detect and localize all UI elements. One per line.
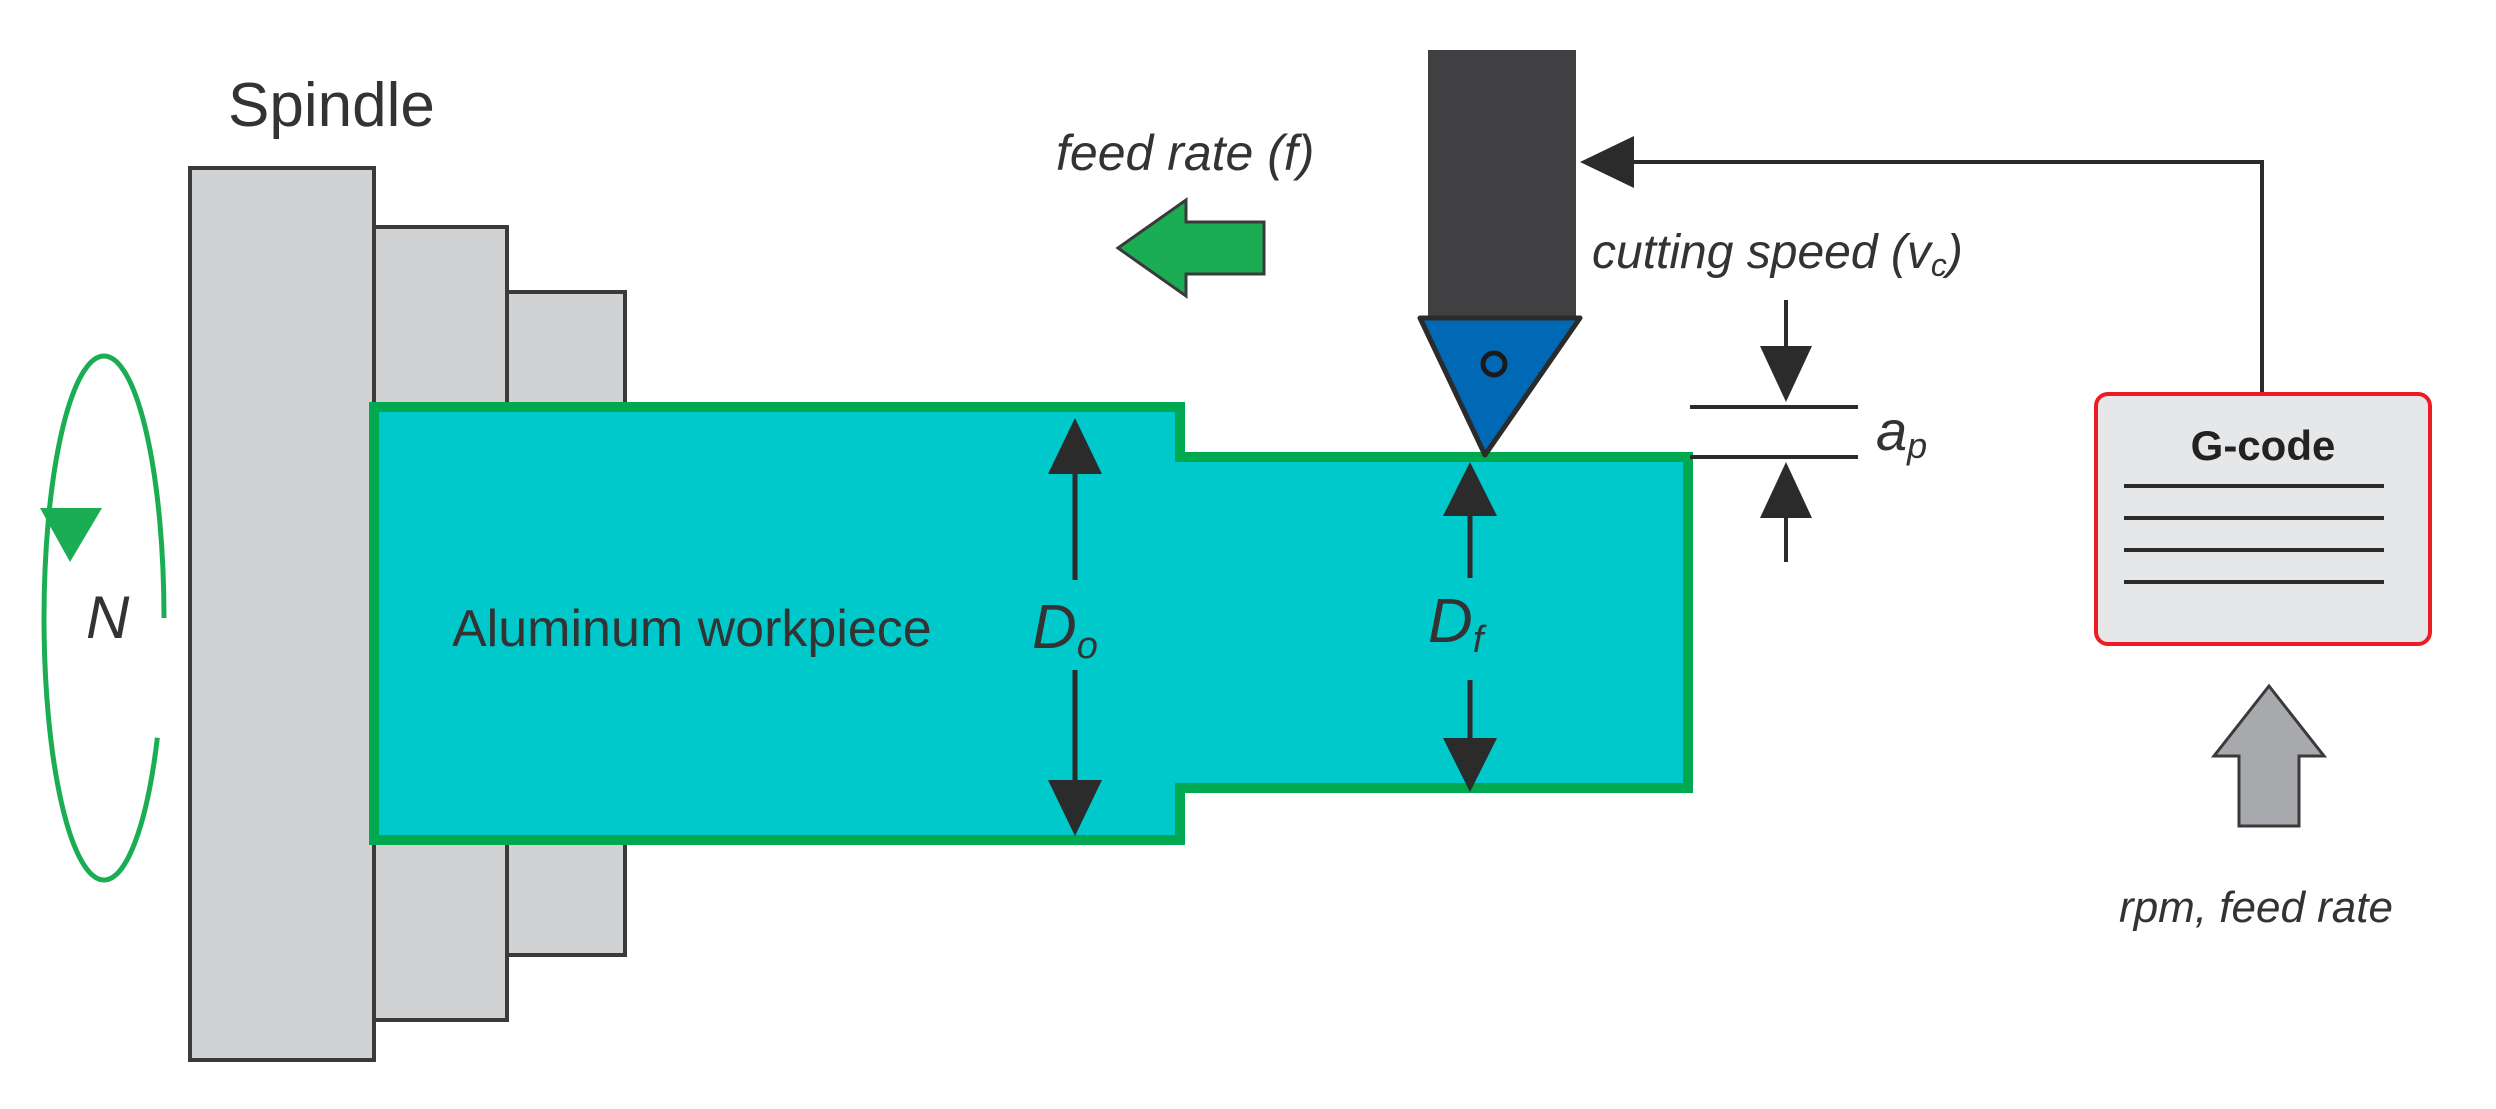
- chuck-jaw-lower-inner: [505, 838, 627, 957]
- rotation-label: N: [86, 584, 130, 651]
- spindle-plate: [188, 166, 376, 1062]
- spindle-label: Spindle: [228, 71, 435, 140]
- left-arrow-icon: [1115, 197, 1266, 299]
- cutting-tool: [1417, 50, 1583, 458]
- tool-insert: [1417, 315, 1583, 458]
- insert-screw-icon: [1480, 350, 1508, 378]
- d-initial-dimension: [1048, 418, 1102, 836]
- feed-rate-label: feed rate (f): [1056, 125, 1314, 181]
- feedback-arrowhead-icon: [1580, 136, 1634, 188]
- depth-of-cut-label: ap: [1876, 399, 1927, 466]
- d-initial-label: Do: [1032, 593, 1098, 667]
- d-final-dimension: [1443, 462, 1497, 792]
- gcode-title: G-code: [2191, 422, 2336, 469]
- chuck-jaw-upper-inner: [505, 290, 627, 409]
- cutting-speed-label: cutting speed (vc): [1592, 226, 1963, 283]
- spindle: [188, 166, 627, 1062]
- workpiece: [369, 402, 1693, 845]
- depth-of-cut-dimension: [1690, 300, 1858, 562]
- d-final-label: Df: [1428, 587, 1487, 661]
- tool-holder: [1428, 50, 1576, 322]
- chuck-jaw-lower-outer: [372, 838, 509, 1022]
- chuck-jaw-upper-outer: [372, 225, 509, 409]
- up-arrow-icon: [2210, 683, 2328, 828]
- gcode-input-label: rpm, feed rate: [2119, 883, 2393, 932]
- rotation-arrow-icon: [40, 353, 167, 883]
- gcode-feedback-line: [1580, 136, 2264, 394]
- gcode-box: [2094, 392, 2432, 646]
- workpiece-label: Aluminum workpiece: [452, 600, 932, 658]
